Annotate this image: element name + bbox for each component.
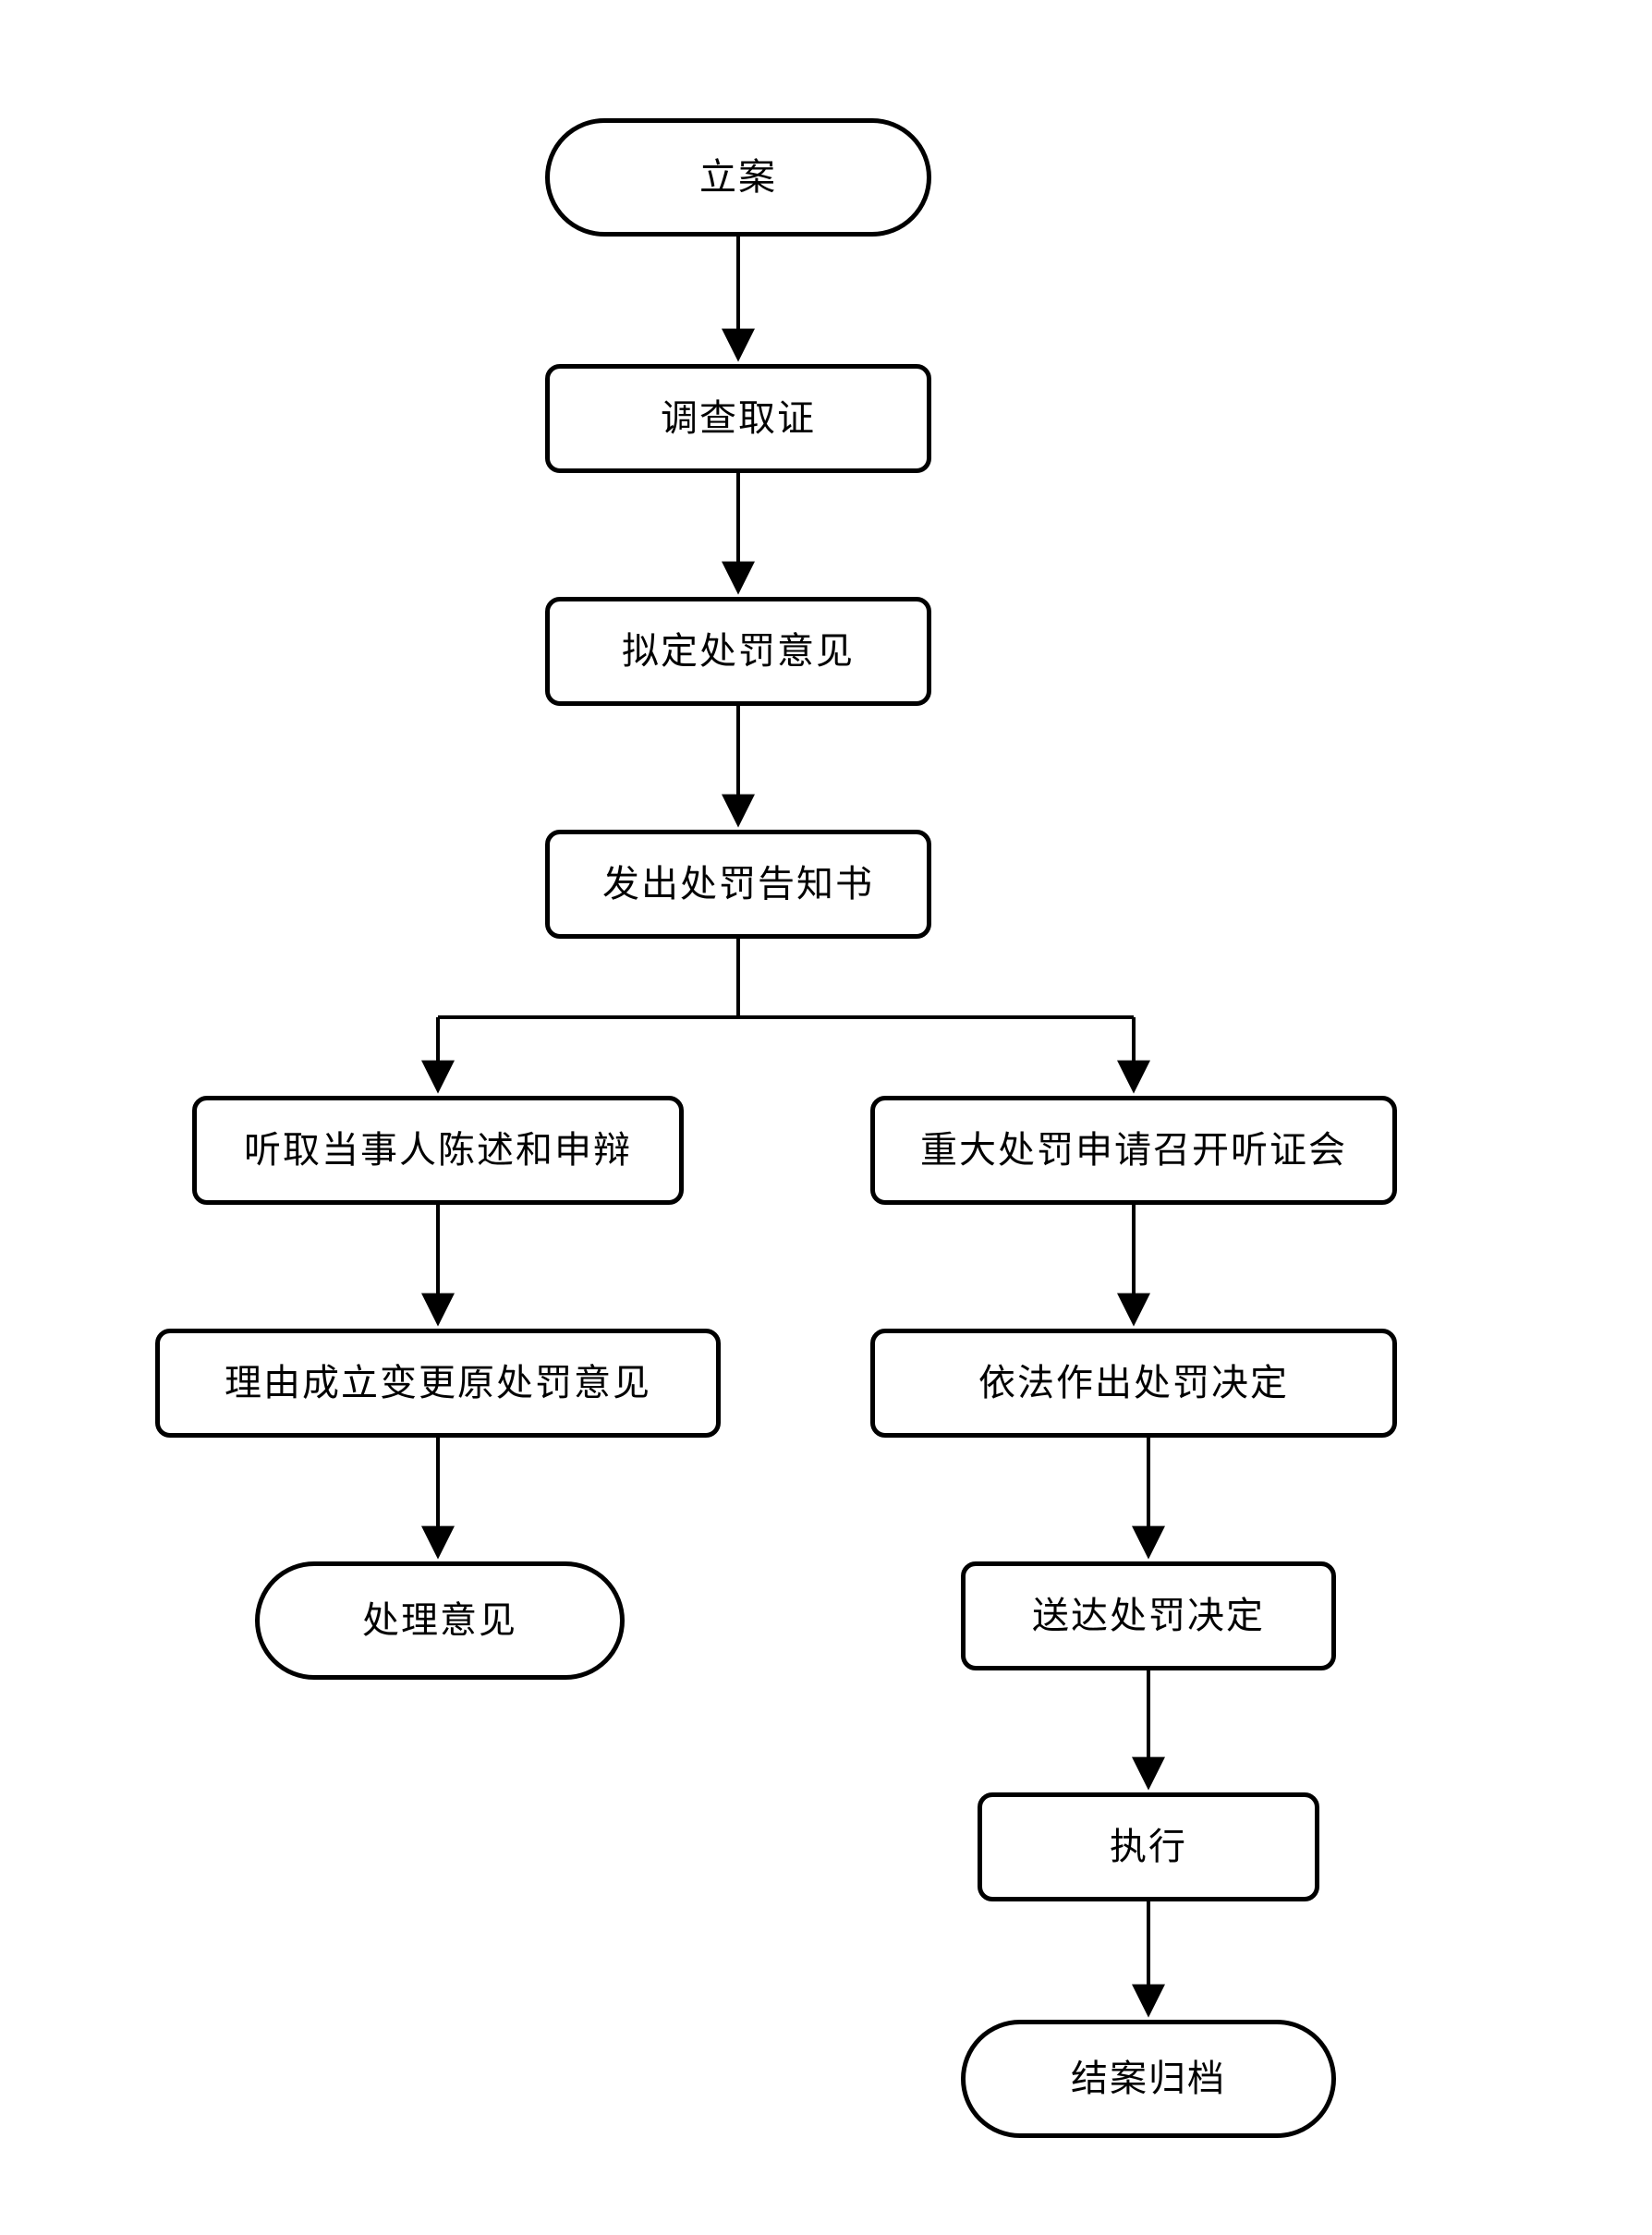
node-ni-ding-chu-fa-yi-jian-label: 拟定处罚意见 [622, 630, 855, 672]
node-diao-cha-qu-zheng[interactable]: 调查取证 [545, 364, 931, 473]
node-song-da-chu-fa-jue-ding[interactable]: 送达处罚决定 [961, 1561, 1336, 1670]
node-chu-li-yi-jian[interactable]: 处理意见 [255, 1561, 625, 1680]
node-zhong-da-chu-fa-ting-zheng[interactable]: 重大处罚申请召开听证会 [870, 1096, 1397, 1205]
node-ting-qu-chen-shu-shen-bian-label: 听取当事人陈述和申辩 [244, 1129, 632, 1171]
node-zhi-xing[interactable]: 执行 [978, 1792, 1319, 1901]
node-fa-chu-chu-fa-gao-zhi-shu-label: 发出处罚告知书 [602, 863, 874, 905]
node-jie-an-gui-dang[interactable]: 结案归档 [961, 2020, 1336, 2138]
node-li-you-cheng-li-bian-geng-label: 理由成立变更原处罚意见 [225, 1362, 651, 1403]
node-zhong-da-chu-fa-ting-zheng-label: 重大处罚申请召开听证会 [920, 1129, 1347, 1171]
node-song-da-chu-fa-jue-ding-label: 送达处罚决定 [1032, 1595, 1265, 1636]
node-ni-ding-chu-fa-yi-jian[interactable]: 拟定处罚意见 [545, 597, 931, 706]
node-ting-qu-chen-shu-shen-bian[interactable]: 听取当事人陈述和申辩 [192, 1096, 684, 1205]
node-jie-an-gui-dang-label: 结案归档 [1071, 2058, 1226, 2099]
node-yi-fa-zuo-chu-chu-fa-jue-ding[interactable]: 依法作出处罚决定 [870, 1329, 1397, 1438]
node-zhi-xing-label: 执行 [1110, 1826, 1187, 1867]
node-li-you-cheng-li-bian-geng[interactable]: 理由成立变更原处罚意见 [155, 1329, 721, 1438]
node-li-an[interactable]: 立案 [545, 118, 931, 237]
node-fa-chu-chu-fa-gao-zhi-shu[interactable]: 发出处罚告知书 [545, 830, 931, 939]
node-chu-li-yi-jian-label: 处理意见 [362, 1599, 517, 1641]
node-li-an-label: 立案 [699, 156, 777, 198]
node-yi-fa-zuo-chu-chu-fa-jue-ding-label: 依法作出处罚决定 [978, 1362, 1289, 1403]
node-diao-cha-qu-zheng-label: 调查取证 [661, 397, 816, 439]
